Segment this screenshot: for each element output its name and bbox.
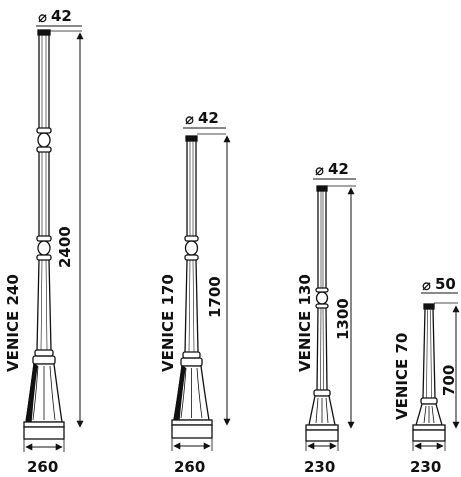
height-dimension: 1700 [206, 135, 231, 426]
post-name: VENICE 70 [393, 333, 411, 420]
post-name: VENICE 130 [296, 274, 314, 372]
diameter-symbol: ⌀ [315, 161, 324, 179]
diameter-value: 42 [51, 7, 72, 25]
height-value: 2400 [56, 226, 74, 268]
diameter-dimension: ⌀ 42 [36, 7, 82, 32]
diameter-value: 50 [435, 275, 456, 293]
diameter-dimension: ⌀ 42 [313, 160, 356, 187]
base-width-value: 260 [174, 458, 205, 476]
diameter-symbol: ⌀ [185, 110, 194, 128]
diameter-dimension: ⌀ 50 [421, 275, 458, 304]
height-dimension: 1300 [334, 187, 355, 429]
base-width-value: 260 [27, 458, 58, 476]
diameter-value: 42 [328, 160, 349, 178]
post-name: VENICE 240 [4, 274, 22, 372]
base-width-value: 230 [304, 458, 335, 476]
post-venice-170: ⌀ 42 1700 260 VENICE 170 [159, 109, 231, 476]
post-drawing [171, 135, 213, 439]
height-value: 1700 [206, 276, 224, 318]
diameter-dimension: ⌀ 42 [183, 109, 226, 135]
post-drawing [412, 303, 446, 442]
base-width-dimension: 230 [304, 441, 339, 476]
base-width-dimension: 230 [410, 441, 446, 476]
base-width-dimension: 260 [171, 438, 213, 476]
diameter-symbol: ⌀ [38, 8, 47, 26]
post-name: VENICE 170 [159, 274, 177, 372]
post-drawing [305, 185, 339, 442]
height-dimension: 2400 [56, 32, 84, 428]
post-drawing [23, 29, 65, 440]
height-dimension: 700 [440, 305, 460, 429]
base-width-value: 230 [410, 458, 441, 476]
diameter-symbol: ⌀ [422, 276, 431, 294]
post-venice-130: ⌀ 42 1300 230 VENICE 130 [296, 160, 356, 476]
diameter-value: 42 [198, 109, 219, 127]
post-venice-240: ⌀ 42 2400 260 VENICE 240 [4, 7, 84, 476]
base-width-dimension: 260 [23, 439, 65, 476]
post-venice-70: ⌀ 50 700 230 VENICE 70 [393, 275, 460, 476]
height-value: 700 [440, 365, 458, 396]
height-value: 1300 [334, 298, 352, 340]
